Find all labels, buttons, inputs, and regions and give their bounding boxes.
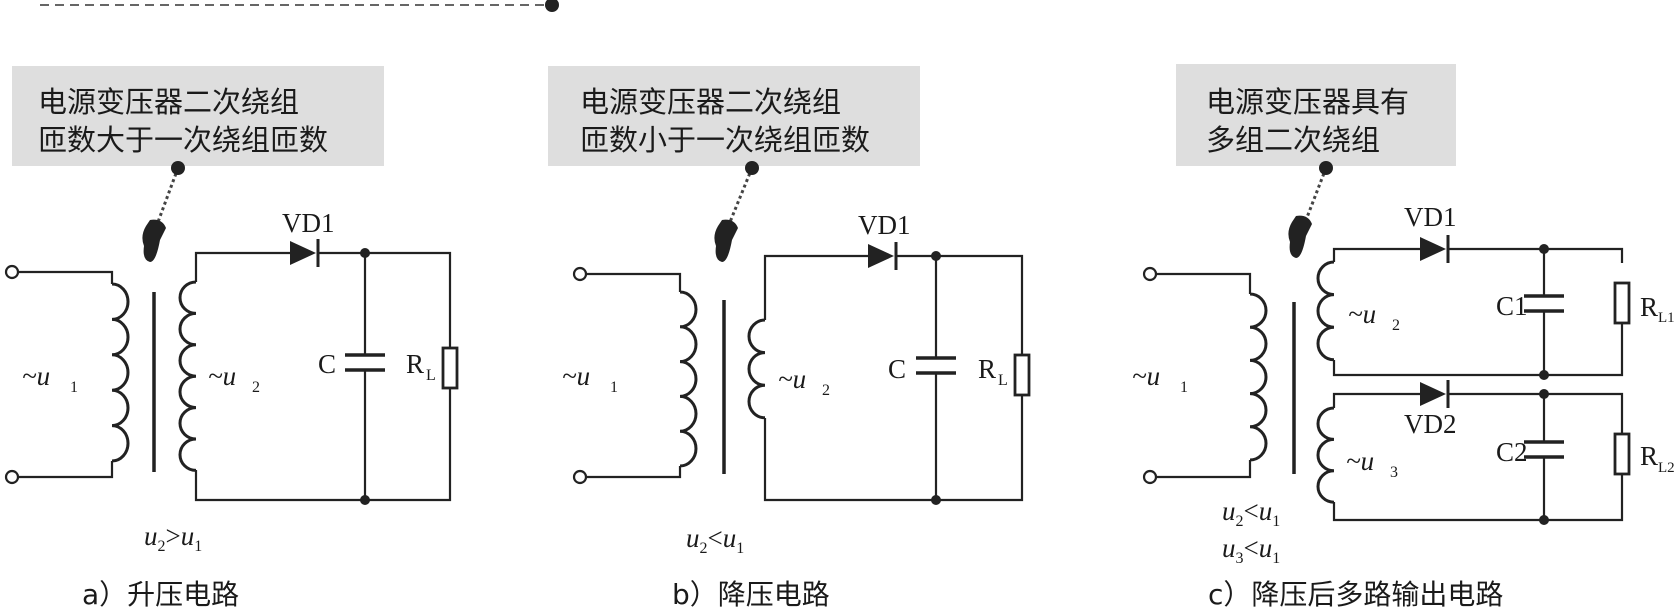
u2-label-a: ~u [208,361,236,391]
cap-label-b: C [888,354,906,384]
u1-label-a: ~u [22,361,50,391]
primary-coil-a [111,282,130,463]
relation-b: u2<u1 [686,523,744,557]
u3-label-c: ~u [1346,446,1374,476]
svg-text:L: L [426,367,436,384]
note-b-line1: 电源变压器二次绕组 [580,85,841,119]
pointing-hand-icon-b [714,219,738,262]
secondary-coil-upper-c [1316,260,1335,362]
vd2-label-c: VD2 [1404,409,1457,439]
u1-label-c: ~u [1132,361,1160,391]
vd1-label-a: VD1 [282,208,335,238]
note-box-b: 电源变压器二次绕组 匝数小于一次绕组匝数 [548,66,920,262]
svg-text:2: 2 [252,379,260,396]
cap-label-a: C [318,349,336,379]
c1-label: C1 [1496,291,1528,321]
primary-terminal-top-a [4,264,20,280]
svg-text:L1: L1 [1658,310,1675,326]
svg-text:L2: L2 [1658,460,1675,476]
u1-label-b: ~u [562,361,590,391]
primary-coil-c [1249,292,1268,462]
secondary-coil-a [178,280,197,472]
diode-vd1-c [1420,235,1450,263]
resistor-a [441,346,459,390]
primary-terminal-bottom-c [1142,469,1158,485]
rl2-label: R [1640,441,1658,471]
note-a-line1: 电源变压器二次绕组 [38,85,299,119]
panel-a: 电源变压器二次绕组 匝数大于一次绕组匝数 ~u 1 ~u 2 VD1 [4,66,459,611]
resistor-l1 [1613,281,1631,325]
svg-text:1: 1 [1180,379,1188,396]
primary-terminal-bottom-a [4,469,20,485]
primary-coil-b [679,290,698,468]
note-b-line2: 匝数小于一次绕组匝数 [580,123,870,157]
diode-vd1-b [868,242,898,270]
panel-b: 电源变压器二次绕组 匝数小于一次绕组匝数 ~u 1 ~u 2 VD1 [548,66,1031,611]
pointing-hand-icon-a [142,219,166,262]
diode-vd1-a [290,239,320,267]
rl-label-a: R [406,349,424,379]
svg-text:3: 3 [1390,464,1398,481]
relation-c1: u2<u1 [1222,496,1280,530]
secondary-coil-lower-c [1316,406,1335,504]
caption-b: b）降压电路 [672,578,830,611]
u2-label-c: ~u [1348,299,1376,329]
u2-label-b: ~u [778,364,806,394]
resistor-l2 [1613,432,1631,476]
primary-terminal-bottom-b [572,469,588,485]
svg-text:1: 1 [70,379,78,396]
svg-text:1: 1 [610,379,618,396]
note-c-line2: 多组二次绕组 [1206,123,1380,157]
top-dashed-line [40,0,559,12]
caption-a: a）升压电路 [82,578,239,611]
svg-text:2: 2 [822,382,830,399]
rl-label-b: R [978,354,996,384]
diode-vd2-c [1420,380,1450,408]
resistor-b [1013,353,1031,397]
primary-terminal-top-b [572,266,588,282]
vd1-label-c: VD1 [1404,202,1457,232]
secondary-coil-b [747,318,766,420]
vd1-label-b: VD1 [858,210,911,240]
primary-terminal-top-c [1142,266,1158,282]
caption-c: c）降压后多路输出电路 [1208,578,1503,611]
relation-c2: u3<u1 [1222,533,1280,567]
panel-c: 电源变压器具有 多组二次绕组 ~u 1 ~u 2 VD1 C1 [1132,64,1675,611]
relation-a: u2>u1 [144,521,202,555]
note-a-line2: 匝数大于一次绕组匝数 [38,123,328,157]
note-c-line1: 电源变压器具有 [1206,85,1409,119]
svg-text:2: 2 [1392,317,1400,334]
note-box-c: 电源变压器具有 多组二次绕组 [1176,64,1456,258]
svg-text:L: L [998,372,1008,389]
pointing-hand-icon-c [1288,215,1312,258]
c2-label: C2 [1496,437,1528,467]
note-box-a: 电源变压器二次绕组 匝数大于一次绕组匝数 [12,66,384,262]
rl1-label: R [1640,292,1658,322]
